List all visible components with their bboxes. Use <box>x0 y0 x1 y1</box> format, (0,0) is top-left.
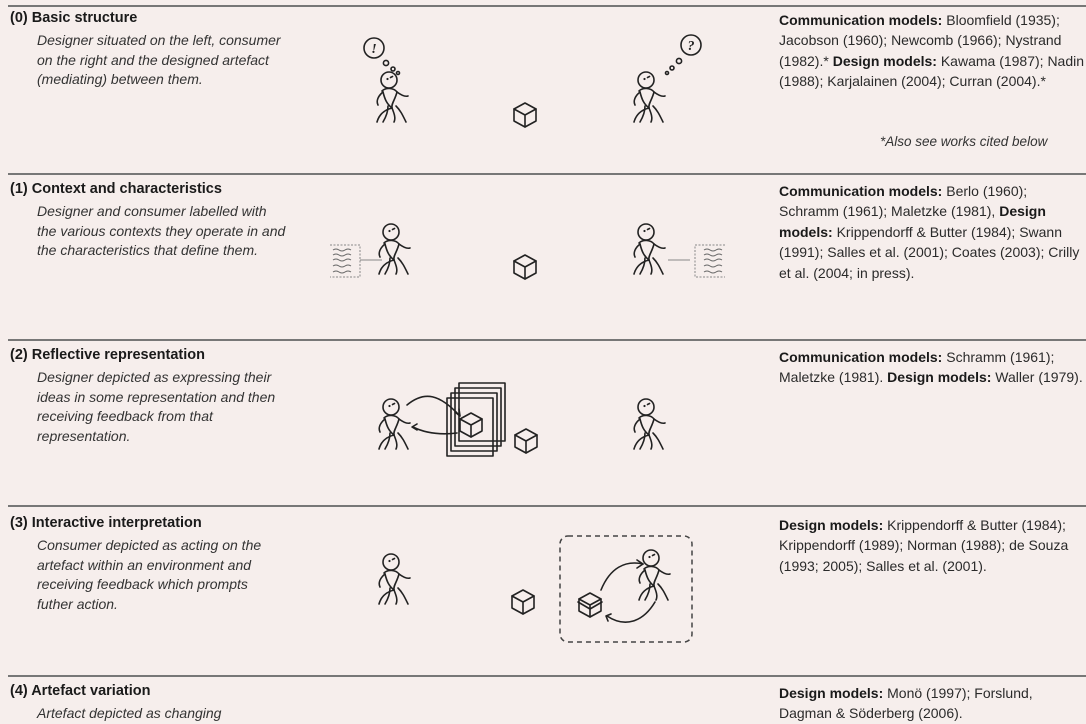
consumer-figure <box>633 71 666 123</box>
row-2-divider <box>8 339 1086 341</box>
row-0-diagram: ! ? <box>363 34 702 128</box>
representation-sheets <box>446 382 506 457</box>
row-2-diagram <box>378 382 666 457</box>
row-2-ref-text-2: Waller (1979). <box>991 369 1083 386</box>
row-1-ref-label-1: Communication models: <box>779 183 943 199</box>
consumer-figure <box>638 549 671 601</box>
row-1-references: Communication models: Berlo (1960); Schr… <box>779 181 1086 283</box>
row-4-description: Artefact depicted as changing <box>37 705 222 721</box>
row-3-diagram <box>378 535 693 643</box>
row-4-references: Design models: Monö (1997); Forslund, Da… <box>779 683 1086 724</box>
designer-figure <box>378 398 411 450</box>
row-1-ref-text-2: Krippendorff & Butter (1984); Swann (199… <box>779 223 1080 281</box>
designer-context-icon <box>329 244 361 278</box>
row-0-references: Communication models: Bloomfield (1935);… <box>779 10 1086 92</box>
feedback-arrow <box>606 601 656 623</box>
row-3-ref-label-1: Design models: <box>779 517 884 533</box>
row-1-ref-text-1: Berlo (1960); Schramm (1961); Maletzke (… <box>779 183 1028 220</box>
row-0-ref-label-2: Design models: <box>832 52 937 69</box>
row-2-references: Communication models: Schramm (1961); Ma… <box>779 347 1086 388</box>
consumer-thought-bubble: ? <box>664 34 702 76</box>
designer-figure <box>378 553 411 605</box>
row-4-ref-text-1: Monö (1997); Forslund, Dagman & Söderber… <box>779 685 1033 722</box>
row-2-description: Designer depicted as expressing their id… <box>37 369 276 444</box>
designer-thought-bubble: ! <box>363 37 401 76</box>
row-2-heading: (2) Reflective representation <box>10 347 206 363</box>
row-3-divider <box>8 505 1086 507</box>
row-0-ref-text-1: Bloomfield (1935); Jacobson (1960); Newc… <box>779 12 1062 69</box>
row-3-ref-text-1: Krippendorff & Butter (1984); Krippendor… <box>779 517 1069 574</box>
row-3-references: Design models: Krippendorff & Butter (19… <box>779 515 1086 576</box>
artefact-cube-icon <box>514 428 538 454</box>
row-1-divider <box>8 173 1086 175</box>
consumer-figure <box>633 223 666 275</box>
row-4-divider <box>8 675 1086 677</box>
row-4-ref-label-1: Design models: <box>779 685 884 701</box>
row-0-description: Designer situated on the left, consumer … <box>37 32 281 88</box>
row-2-ref-label-1: Communication models: <box>779 349 943 365</box>
row-0-divider <box>8 5 1086 7</box>
row-0-ref-text-2: Kawama (1987); Nadin (1988); Karjalainen… <box>779 52 1085 90</box>
row-2-ref-text-1: Schramm (1961); Maletzke (1981). <box>779 349 1055 386</box>
row-3-heading: (3) Interactive interpretation <box>10 515 202 531</box>
row-1-heading: (1) Context and characteristics <box>10 181 222 197</box>
designer-figure <box>378 223 411 275</box>
row-2-ref-label-2: Design models: <box>887 369 992 386</box>
row-0-ref-label-1: Communication models: <box>779 12 943 28</box>
artefact-cube-icon <box>511 589 535 615</box>
designer-thought-mark: ! <box>371 42 376 57</box>
row-1-diagram <box>329 223 726 280</box>
row-3-description: Consumer depicted as acting on the artef… <box>37 537 262 612</box>
artefact-cube-icon <box>513 254 537 280</box>
row-0-heading: (0) Basic structure <box>10 10 138 26</box>
environment-boundary <box>559 535 693 643</box>
represented-cube-icon <box>459 412 483 438</box>
row-4-heading: (4) Artefact variation <box>10 683 151 699</box>
action-arrow <box>600 562 644 591</box>
feedback-arrow <box>412 426 458 435</box>
designer-figure <box>376 71 409 123</box>
consumer-context-icon <box>694 244 726 278</box>
row-1-ref-label-2: Design models: <box>779 203 1046 240</box>
consumer-figure <box>633 398 666 450</box>
artefact-cube-icon <box>513 102 537 128</box>
expression-arrow <box>406 395 460 416</box>
row-0-footnote: *Also see works cited below <box>880 134 1048 149</box>
row-1-description: Designer and consumer labelled with the … <box>37 203 286 259</box>
consumer-thought-mark: ? <box>688 39 695 54</box>
